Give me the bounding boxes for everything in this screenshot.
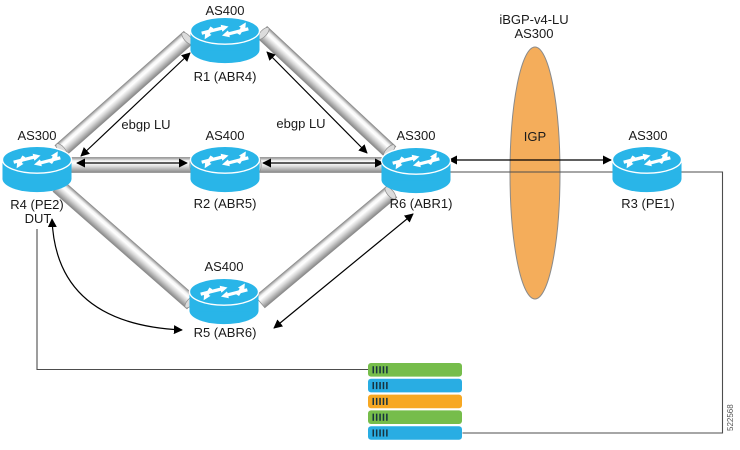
- arrow-ebgp-r4-r1: [80, 52, 191, 157]
- router-label-r2: R2 (ABR5): [194, 196, 257, 211]
- server-bar-5: [368, 426, 462, 440]
- as-label-r5: AS400: [204, 259, 243, 274]
- link-tube-r4-r2: [67, 157, 197, 173]
- cloud-label: IGP: [524, 129, 546, 144]
- router-icon-r1: [190, 17, 259, 63]
- link-tube-r5-r6: [254, 185, 398, 309]
- link-tube-r1-r6: [256, 26, 397, 159]
- arrow-curved-dut-r5: [47, 218, 183, 335]
- as-label-r2: AS400: [205, 128, 244, 143]
- router-icon-r3: [612, 146, 681, 192]
- server-bar-3: [368, 394, 462, 409]
- router-label-r6: R6 (ABR1): [390, 196, 453, 211]
- server-bar-4: [368, 410, 462, 424]
- as-label-r4: AS300: [17, 128, 56, 143]
- router-label-r1: R1 (ABR4): [194, 69, 257, 84]
- cloud-title-line2: AS300: [514, 26, 553, 41]
- router-icon-r5: [189, 278, 258, 324]
- as-label-r3: AS300: [628, 128, 667, 143]
- router-label-r5: R5 (ABR6): [194, 325, 257, 340]
- link-tube-r4-r1: [54, 30, 195, 158]
- link-tube-r2-r6: [254, 157, 391, 173]
- figure-number: 522568: [726, 404, 735, 431]
- as-label-r6: AS300: [396, 128, 435, 143]
- arrow-r5-r6: [273, 213, 414, 329]
- router-icon-r6: [381, 147, 450, 193]
- router-icon-r2: [190, 146, 259, 192]
- igp-cloud: [509, 46, 561, 300]
- line-r4-to-servers: [36, 229, 368, 371]
- router-label-r3: R3 (PE1): [621, 196, 674, 211]
- as-label-r1: AS400: [205, 3, 244, 18]
- link-label-ebgp-left: ebgp LU: [121, 117, 170, 132]
- arrow-ebgp-r1-r6: [266, 51, 368, 154]
- server-stack: [368, 363, 462, 440]
- router-role-r4: DUT: [25, 211, 52, 226]
- cloud-title-line1: iBGP-v4-LU: [499, 12, 568, 27]
- server-bar-2: [368, 378, 462, 393]
- router-label-r4: R4 (PE2): [10, 197, 63, 212]
- link-tube-r4-r5: [52, 179, 198, 310]
- line-r6-to-servers: [446, 171, 724, 434]
- router-icon-r4: [2, 146, 71, 192]
- link-label-ebgp-right: ebgp LU: [276, 116, 325, 131]
- server-bar-1: [368, 363, 462, 377]
